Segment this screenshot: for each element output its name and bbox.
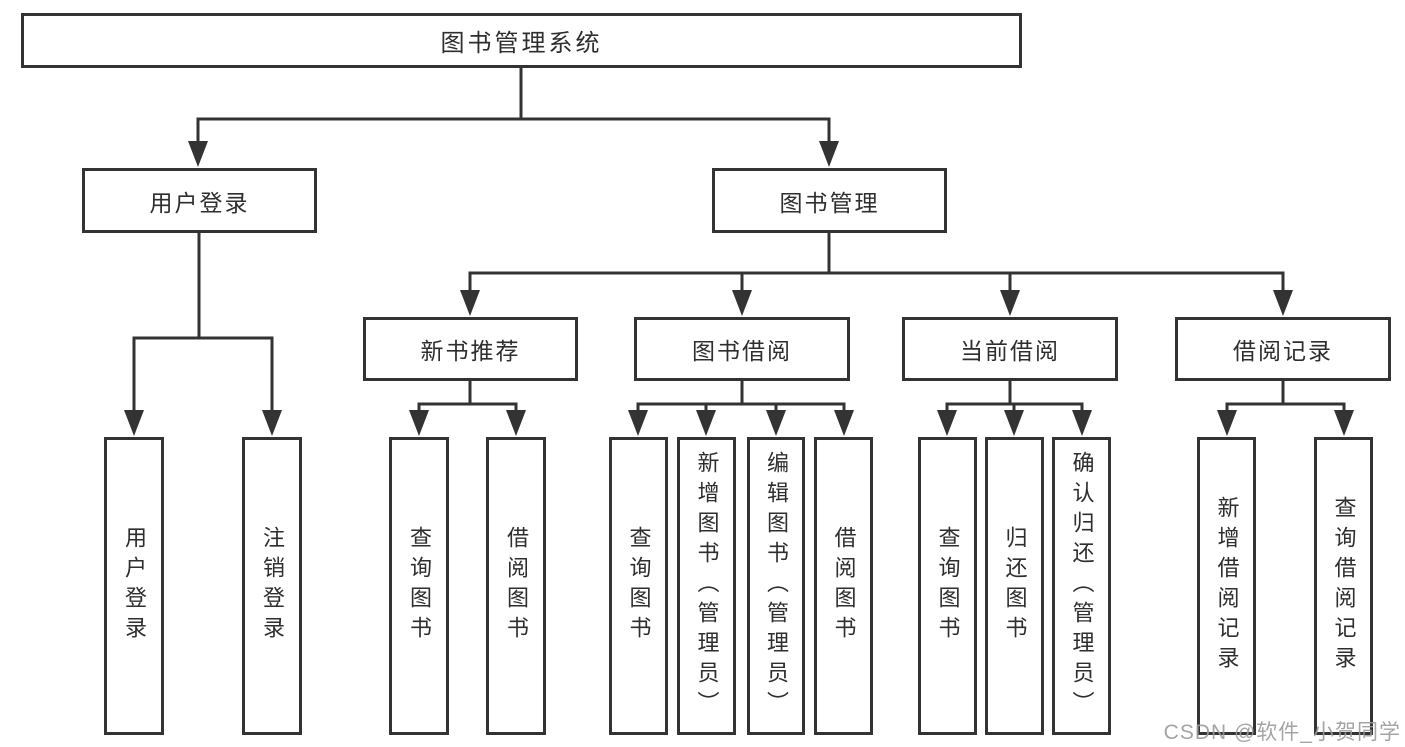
node-label: 当前借阅 (960, 338, 1060, 364)
node-label: 借阅记录 (1233, 338, 1333, 364)
node-current-borrowing: 当前借阅 (902, 317, 1118, 381)
node-label: 用户登录 (149, 189, 250, 216)
node-label: 借阅图书 (504, 526, 529, 646)
leaf-query-books-current: 查询图书 (918, 437, 977, 735)
node-label: 图书管理 (779, 189, 880, 216)
leaf-edit-books-admin: 编辑图书（管理员） (747, 437, 805, 735)
leaf-query-books-recommend: 查询图书 (389, 437, 449, 735)
node-user-login: 用户登录 (82, 168, 317, 233)
node-label: 图书借阅 (692, 338, 792, 364)
node-label: 编辑图书（管理员） (764, 451, 789, 721)
node-label: 新增图书（管理员） (694, 451, 720, 721)
node-label: 新增借阅记录 (1214, 496, 1240, 676)
leaf-query-books-borrowing: 查询图书 (609, 437, 668, 735)
node-label: 注销登录 (260, 526, 285, 646)
node-label: 查询图书 (935, 526, 961, 646)
leaf-borrow-books: 借阅图书 (814, 437, 873, 735)
leaf-query-borrow-record: 查询借阅记录 (1314, 437, 1373, 735)
node-label: 用户登录 (122, 526, 147, 646)
leaf-borrow-books-recommend: 借阅图书 (486, 437, 546, 735)
csdn-watermark: CSDN @软件_小贺同学 (1163, 721, 1401, 744)
node-label: 归还图书 (1002, 526, 1028, 646)
node-label: 确认归还（管理员） (1069, 451, 1095, 721)
leaf-user-login: 用户登录 (104, 437, 164, 735)
node-label: 图书管理系统 (440, 30, 603, 57)
node-library-management-system: 图书管理系统 (21, 13, 1022, 68)
node-new-book-recommendation: 新书推荐 (363, 317, 578, 381)
node-label: 借阅图书 (831, 526, 857, 646)
leaf-add-borrow-record: 新增借阅记录 (1197, 437, 1256, 735)
leaf-confirm-return-admin: 确认归还（管理员） (1052, 437, 1111, 735)
node-book-borrowing: 图书借阅 (634, 317, 850, 381)
leaf-return-books: 归还图书 (985, 437, 1044, 735)
node-borrowing-records: 借阅记录 (1175, 317, 1391, 381)
node-label: 查询图书 (626, 526, 652, 646)
leaf-add-books-admin: 新增图书（管理员） (677, 437, 736, 735)
leaf-logout: 注销登录 (242, 437, 302, 735)
node-label: 查询图书 (407, 526, 432, 646)
node-book-management: 图书管理 (712, 168, 947, 233)
node-label: 新书推荐 (420, 338, 521, 364)
node-label: 查询借阅记录 (1331, 496, 1357, 676)
